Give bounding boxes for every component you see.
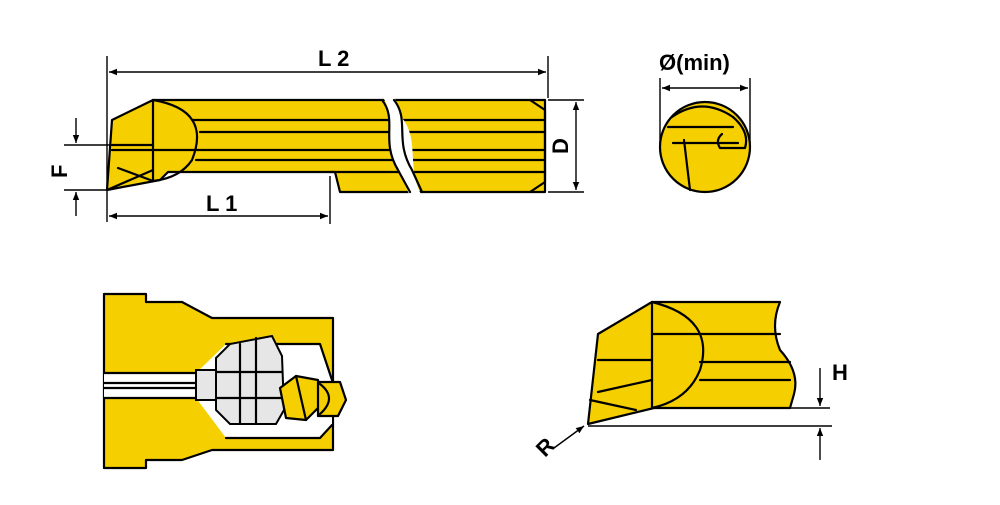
tip-detail-view: H R [531, 300, 848, 462]
f-label: F [47, 165, 72, 178]
bar-end-circle [658, 100, 752, 194]
l1-label: L 1 [206, 191, 237, 216]
dmin-label: Ø(min) [659, 50, 730, 75]
bar-body [105, 98, 547, 194]
section-view [102, 292, 348, 470]
h-label: H [832, 360, 848, 385]
end-view: Ø(min) [658, 50, 752, 194]
side-view: L 2 L 1 F D [47, 46, 584, 224]
tip-body [586, 300, 797, 426]
r-label: R [531, 433, 560, 462]
arrow-icon [553, 425, 585, 449]
d-label: D [548, 138, 573, 154]
l2-label: L 2 [318, 46, 349, 71]
